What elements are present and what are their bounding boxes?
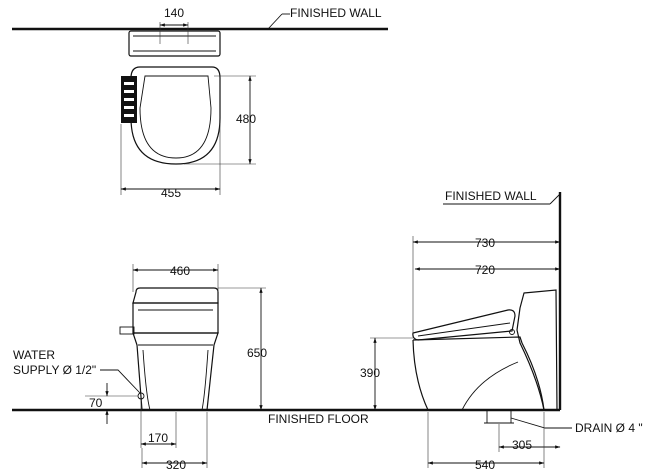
side-wall-label-leader <box>549 193 561 205</box>
side-seat-height-dim: 390 <box>360 366 380 380</box>
front-bowl-inner-l <box>142 349 151 411</box>
finished-floor-label: FINISHED FLOOR <box>268 412 369 426</box>
drain-leader <box>510 417 572 429</box>
water-supply-leader <box>100 369 141 394</box>
side-lid-line <box>417 322 511 337</box>
panel-button-5 <box>124 114 134 117</box>
plan-tank-width-dim: 140 <box>164 6 184 20</box>
panel-button-3 <box>124 98 134 101</box>
side-drain-offset-dim: 305 <box>512 438 532 452</box>
panel-button-4 <box>124 106 134 109</box>
side-hinge <box>509 329 515 335</box>
drain-label: DRAIN Ø 4 " <box>575 421 643 435</box>
plan-view: FINISHED WALL 140 480 455 <box>12 6 388 200</box>
side-body-depth-dim: 720 <box>475 263 495 277</box>
water-supply-label-line2: SUPPLY Ø 1/2" <box>13 363 96 377</box>
plan-overall-width-dim: 455 <box>161 186 181 200</box>
front-supply-height-dim: 70 <box>89 396 103 410</box>
front-seat <box>132 302 219 334</box>
side-finished-wall-label: FINISHED WALL <box>445 189 537 203</box>
panel-button-1 <box>124 82 134 85</box>
side-drain <box>486 411 512 424</box>
side-lid <box>412 309 516 341</box>
plan-finished-wall-label: FINISHED WALL <box>290 6 382 20</box>
front-width-dim: 460 <box>170 264 190 278</box>
water-supply-label-line1: WATER <box>13 348 55 362</box>
side-trapway <box>461 361 519 411</box>
side-view: FINISHED WALL 730 720 390 DRAIN Ø 4 " 30… <box>360 189 643 472</box>
panel-button-2 <box>124 90 134 93</box>
front-view: 460 650 WATER SUPPLY Ø 1/2" 70 170 320 <box>13 264 267 472</box>
side-bowl <box>412 336 545 411</box>
plan-seat-inner <box>139 75 212 159</box>
front-supply-offset-dim: 170 <box>148 431 168 445</box>
side-overall-depth-dim: 730 <box>475 236 495 250</box>
front-height-dim: 650 <box>247 346 267 360</box>
side-tank <box>516 289 558 411</box>
plan-seat-outline <box>130 66 221 165</box>
plan-seat-depth-dim: 480 <box>236 112 256 126</box>
front-base-width-dim: 320 <box>166 458 186 472</box>
front-side-button <box>119 326 135 335</box>
plan-tank <box>128 30 221 57</box>
side-base-depth-dim: 540 <box>475 458 495 472</box>
front-bowl-inner-r <box>201 349 209 411</box>
front-bowl <box>132 332 219 411</box>
wall-label-leader <box>267 13 283 30</box>
front-lid <box>132 287 219 304</box>
